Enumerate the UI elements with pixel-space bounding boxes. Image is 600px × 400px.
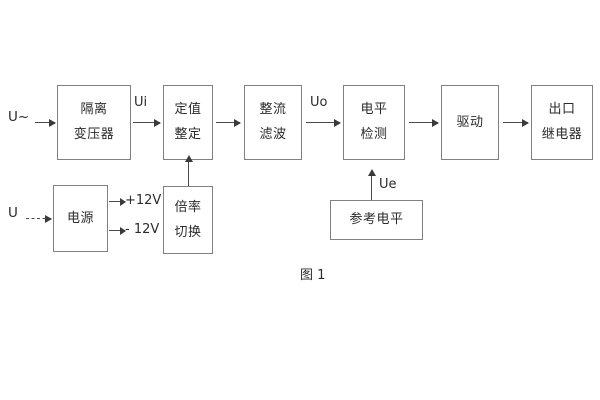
block-output-relay-line2: 继电器	[541, 127, 583, 142]
input-label-u-dc: U	[8, 205, 18, 221]
arrow-input-to-isolation	[35, 118, 56, 127]
block-ratio-switch-line1: 倍率	[174, 199, 202, 215]
block-reference-level-label: 参考电平	[349, 212, 404, 228]
block-power-supply: 电源	[53, 185, 108, 252]
block-level-detect: 电平 检测	[343, 85, 405, 160]
rail-label-positive: +12V	[125, 193, 162, 208]
arrow-level-detect-to-drive	[409, 118, 439, 127]
block-power-supply-line1: 电源	[66, 210, 94, 226]
block-isolation-transformer-line2: 变压器	[73, 127, 115, 142]
arrow-rail-negative	[109, 227, 126, 236]
figure-caption: 图 1	[300, 268, 326, 283]
block-setpoint-adjust: 定值 整定	[163, 85, 213, 160]
arrow-rail-positive	[109, 198, 126, 207]
block-setpoint-adjust-line1: 定值	[174, 102, 202, 118]
block-rectify-filter-line1: 整流	[259, 102, 287, 118]
signal-label-ui: Ui	[134, 95, 148, 110]
block-drive-line1: 驱动	[456, 114, 484, 130]
input-label-u-ac: U~	[8, 109, 30, 125]
block-setpoint-adjust-line2: 整定	[174, 127, 202, 142]
arrow-ratio-switch-to-setpoint	[184, 155, 193, 186]
block-reference-level: 参考电平	[330, 200, 423, 240]
block-drive: 驱动	[441, 85, 499, 160]
block-isolation-transformer-line1: 隔离	[80, 102, 108, 118]
block-output-relay: 出口 继电器	[531, 85, 593, 160]
block-ratio-switch-line2: 切换	[174, 224, 202, 240]
arrow-isolation-to-setpoint	[133, 118, 161, 127]
block-level-detect-line2: 检测	[360, 127, 388, 142]
arrow-drive-to-output-relay	[503, 118, 529, 127]
block-ratio-switch: 倍率 切换	[163, 186, 213, 254]
signal-label-ue: Ue	[379, 177, 397, 192]
block-rectify-filter: 整流 滤波	[244, 85, 302, 160]
arrow-reference-to-level-detect	[367, 169, 376, 200]
signal-label-uo: Uo	[310, 95, 328, 110]
block-output-relay-line1: 出口	[548, 102, 576, 118]
block-level-detect-line1: 电平	[360, 102, 388, 118]
arrow-setpoint-to-rectify	[216, 118, 241, 127]
block-rectify-filter-line2: 滤波	[259, 127, 287, 142]
arrow-input-to-power-supply	[26, 214, 52, 223]
arrow-rectify-to-level-detect	[306, 118, 341, 127]
rail-label-negative: - 12V	[125, 222, 160, 237]
block-isolation-transformer: 隔离 变压器	[57, 85, 131, 160]
